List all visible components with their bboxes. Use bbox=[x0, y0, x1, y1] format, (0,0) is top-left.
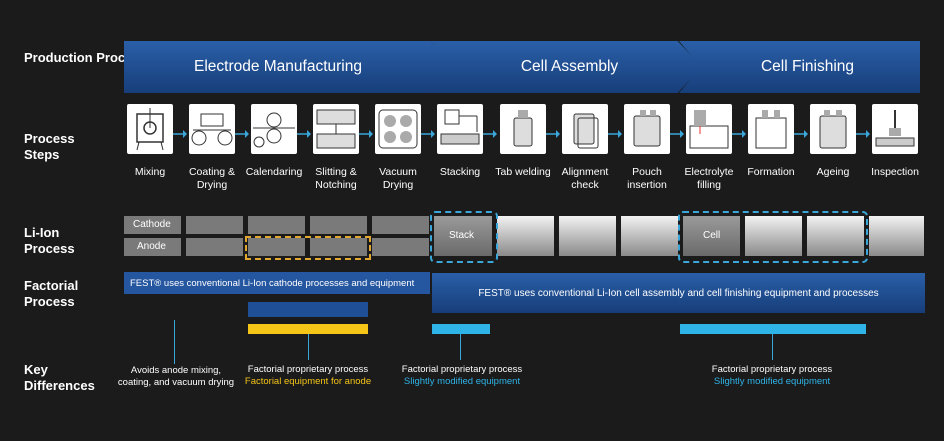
arrow-icon bbox=[235, 125, 249, 138]
process-step-label: Electrolyte filling bbox=[684, 166, 734, 191]
process-step-label: Ageing bbox=[816, 166, 850, 178]
process-box bbox=[869, 216, 924, 256]
slitting-icon bbox=[313, 104, 359, 154]
anode-box: Anode bbox=[124, 238, 181, 256]
process-box bbox=[559, 216, 616, 256]
phase-cell-assembly: Cell Assembly bbox=[431, 41, 702, 93]
arrow-icon bbox=[297, 125, 311, 138]
process-step: Pouch insertion bbox=[618, 104, 676, 192]
row-label-factorial: Factorial Process bbox=[24, 278, 79, 309]
process-step: Slitting & Notching bbox=[307, 104, 365, 192]
process-box bbox=[807, 216, 864, 256]
process-step: Tab welding bbox=[494, 104, 552, 179]
process-step-label: Pouch insertion bbox=[627, 166, 667, 191]
process-step: Calendaring bbox=[245, 104, 303, 179]
phase-cell-finishing: Cell Finishing bbox=[679, 41, 920, 93]
cell-equipment-bar bbox=[680, 324, 866, 334]
process-step-label: Formation bbox=[747, 166, 795, 178]
calendaring-icon bbox=[251, 104, 297, 154]
anode-process-bar bbox=[248, 302, 368, 317]
factorial-cathode-bar: FEST® uses conventional Li-Ion cathode p… bbox=[124, 272, 430, 294]
anode-box bbox=[372, 238, 429, 256]
process-step: Coating & Drying bbox=[183, 104, 241, 192]
process-step-label: Alignment check bbox=[561, 166, 609, 191]
process-step: Ageing bbox=[804, 104, 862, 179]
row-label-key: Key Differences bbox=[24, 362, 95, 393]
key-difference-1: Avoids anode mixing, coating, and vacuum… bbox=[117, 365, 235, 388]
process-step-label: Slitting & Notching bbox=[315, 166, 357, 191]
row-label-steps: Process Steps bbox=[24, 131, 75, 162]
process-step-label: Mixing bbox=[134, 166, 166, 178]
anode-box bbox=[248, 238, 305, 256]
process-step-label: Calendaring bbox=[245, 166, 303, 178]
formation-icon bbox=[748, 104, 794, 154]
tab-welding-icon bbox=[500, 104, 546, 154]
row-label-production: Production Process bbox=[24, 50, 147, 65]
factorial-cell-bar: FEST® uses conventional Li-Ion cell asse… bbox=[432, 273, 925, 313]
alignment-icon bbox=[562, 104, 608, 154]
cathode-box: Cathode bbox=[124, 216, 181, 234]
pouch-icon bbox=[624, 104, 670, 154]
process-step-label: Vacuum Drying bbox=[379, 166, 417, 191]
process-step-label: Coating & Drying bbox=[188, 166, 236, 191]
arrow-icon bbox=[483, 125, 497, 138]
process-step: Formation bbox=[742, 104, 800, 179]
stacking-icon bbox=[437, 104, 483, 154]
connector-line bbox=[460, 334, 461, 360]
cathode-box bbox=[372, 216, 429, 234]
process-step: Stacking bbox=[431, 104, 489, 179]
connector-line bbox=[308, 334, 309, 360]
cell-box: Cell bbox=[683, 216, 740, 256]
process-step-label: Inspection bbox=[871, 166, 919, 178]
anode-equipment-bar bbox=[248, 324, 368, 334]
process-box bbox=[621, 216, 678, 256]
connector-line bbox=[772, 334, 773, 360]
connector-line bbox=[174, 320, 175, 364]
stack-box: Stack bbox=[434, 216, 492, 256]
mixing-icon bbox=[127, 104, 173, 154]
arrow-icon bbox=[794, 125, 808, 138]
process-step-label: Tab welding bbox=[495, 166, 551, 178]
process-step: Alignment check bbox=[556, 104, 614, 192]
phase-electrode-manufacturing: Electrode Manufacturing bbox=[124, 41, 454, 93]
anode-highlight bbox=[245, 236, 371, 260]
arrow-icon bbox=[359, 125, 373, 138]
arrow-icon bbox=[173, 125, 187, 138]
process-step: Vacuum Drying bbox=[369, 104, 427, 192]
inspection-icon bbox=[872, 104, 918, 154]
vacuum-drying-icon bbox=[375, 104, 421, 154]
stack-equipment-bar bbox=[432, 324, 490, 334]
cell-highlight bbox=[678, 211, 868, 263]
cathode-box bbox=[248, 216, 305, 234]
stack-highlight bbox=[430, 211, 498, 263]
process-box bbox=[745, 216, 802, 256]
anode-box bbox=[186, 238, 243, 256]
electrolyte-icon bbox=[686, 104, 732, 154]
row-label-liion: Li-Ion Process bbox=[24, 225, 75, 256]
arrow-icon bbox=[670, 125, 684, 138]
process-step: Inspection bbox=[866, 104, 924, 179]
process-step-label: Stacking bbox=[439, 166, 481, 178]
process-box bbox=[497, 216, 554, 256]
process-step: Electrolyte filling bbox=[680, 104, 738, 192]
arrow-icon bbox=[608, 125, 622, 138]
arrow-icon bbox=[856, 125, 870, 138]
cathode-box bbox=[186, 216, 243, 234]
cathode-box bbox=[310, 216, 367, 234]
arrow-icon bbox=[421, 125, 435, 138]
arrow-icon bbox=[732, 125, 746, 138]
coating-icon bbox=[189, 104, 235, 154]
arrow-icon bbox=[546, 125, 560, 138]
ageing-icon bbox=[810, 104, 856, 154]
process-step: Mixing bbox=[121, 104, 179, 179]
anode-box bbox=[310, 238, 367, 256]
